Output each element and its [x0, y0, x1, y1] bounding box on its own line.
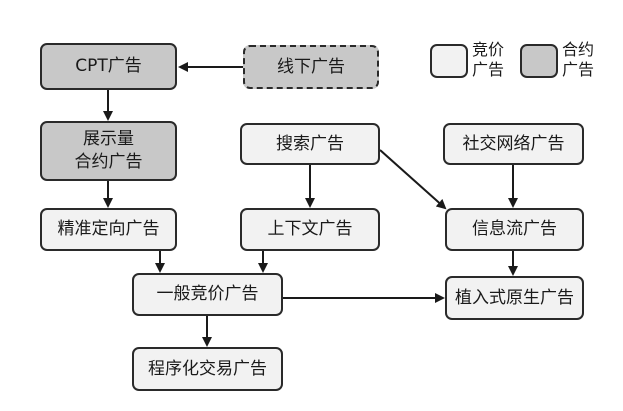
node-cpt-ad: CPT广告	[40, 43, 177, 90]
node-feed-ad: 信息流广告	[445, 208, 584, 251]
legend-contract-swatch	[520, 44, 558, 78]
edge-search-to-feed	[379, 149, 447, 210]
node-targeted-ad: 精准定向广告	[40, 208, 177, 251]
node-programmatic-ad: 程序化交易广告	[132, 347, 283, 391]
legend-bidding-swatch	[430, 44, 468, 78]
legend-contract-label: 合约 广告	[562, 40, 595, 79]
node-contextual-ad: 上下文广告	[240, 208, 380, 251]
node-display-contract-ad: 展示量 合约广告	[40, 121, 177, 181]
node-native-ad: 植入式原生广告	[445, 276, 584, 320]
node-search-ad: 搜索广告	[240, 123, 380, 165]
node-general-bidding-ad: 一般竞价广告	[132, 273, 283, 316]
node-social-network-ad: 社交网络广告	[443, 123, 584, 165]
legend-bidding-label: 竞价 广告	[472, 40, 505, 79]
node-offline-ad: 线下广告	[243, 45, 379, 89]
